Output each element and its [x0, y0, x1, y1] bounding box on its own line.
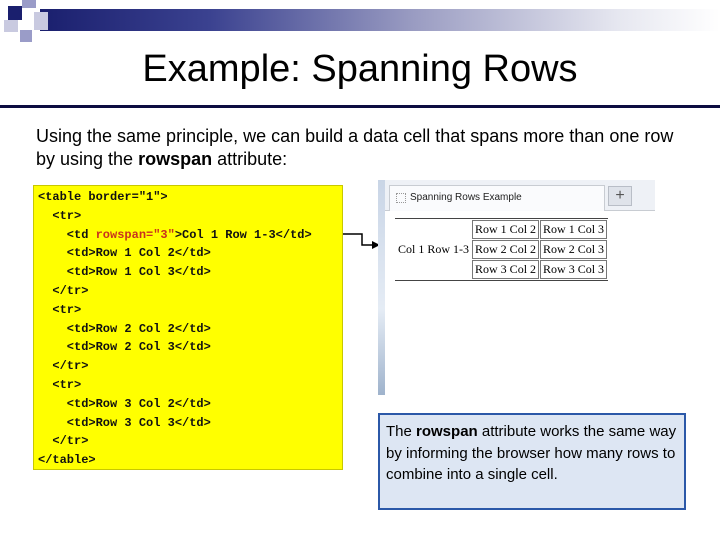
intro-text-part: attribute:: [212, 149, 288, 169]
code-line: <tr>: [38, 302, 82, 317]
arrow-head-icon: [372, 241, 380, 249]
code-line: <tr>: [38, 208, 82, 223]
window-frame-edge: [378, 180, 385, 395]
code-text: >Col 1 Row 1-3</td>: [174, 227, 312, 242]
browser-tab[interactable]: Spanning Rows Example: [389, 185, 605, 211]
note-keyword: rowspan: [416, 423, 478, 440]
tab-title: Spanning Rows Example: [410, 192, 522, 203]
code-line: <table border="1">: [38, 190, 168, 204]
code-line: </tr>: [38, 359, 89, 374]
table-cell: Row 1 Col 2: [472, 220, 540, 239]
code-line: </tr>: [38, 434, 89, 449]
table-cell: Row 1 Col 3: [540, 220, 608, 239]
page-icon: [396, 193, 406, 203]
code-line: <td>Row 2 Col 2</td>: [38, 321, 211, 336]
decor-square: [22, 0, 36, 8]
code-line: <td>Row 1 Col 3</td>: [38, 265, 211, 280]
intro-text: Using the same principle, we can build a…: [36, 125, 686, 171]
decor-square: [8, 6, 22, 20]
span-cell: Col 1 Row 1-3: [398, 242, 470, 256]
code-line: <td>Row 3 Col 2</td>: [38, 396, 211, 411]
code-line: <td>Row 3 Col 3</td>: [38, 415, 211, 430]
code-line: </table>: [38, 453, 96, 468]
table-cell: Row 3 Col 3: [540, 260, 608, 279]
decor-square: [4, 20, 18, 32]
table-cell: Row 3 Col 2: [472, 260, 540, 279]
code-line: <td>Row 1 Col 2</td>: [38, 246, 211, 261]
new-tab-button[interactable]: +: [608, 186, 632, 206]
code-line: <td rowspan="3">Col 1 Row 1-3</td>: [38, 226, 342, 245]
intro-keyword: rowspan: [138, 149, 213, 169]
title-divider: [0, 105, 720, 108]
code-line: <tr>: [38, 377, 82, 392]
code-text: <td: [38, 227, 96, 242]
code-line: </tr>: [38, 283, 89, 298]
code-sample: <table border="1"> <tr> <td rowspan="3">…: [33, 185, 343, 470]
table-cell: Row 2 Col 2: [472, 240, 540, 259]
rowspan-attribute: rowspan="3": [95, 227, 175, 242]
header-gradient-banner: [40, 9, 720, 31]
slide-title: Example: Spanning Rows: [142, 48, 578, 90]
tab-strip: Spanning Rows Example +: [385, 180, 655, 211]
decor-square: [34, 12, 48, 30]
note-text: The: [386, 423, 417, 440]
table-cell: Row 2 Col 3: [540, 240, 608, 259]
note-text: attribute works the same way by informin…: [386, 423, 677, 483]
decor-square: [20, 30, 32, 42]
code-line: <td>Row 2 Col 3</td>: [38, 340, 211, 355]
intro-text-part: Using the same principle, we can build a…: [36, 126, 674, 169]
explanation-callout: The rowspan attribute works the same way…: [378, 413, 686, 510]
